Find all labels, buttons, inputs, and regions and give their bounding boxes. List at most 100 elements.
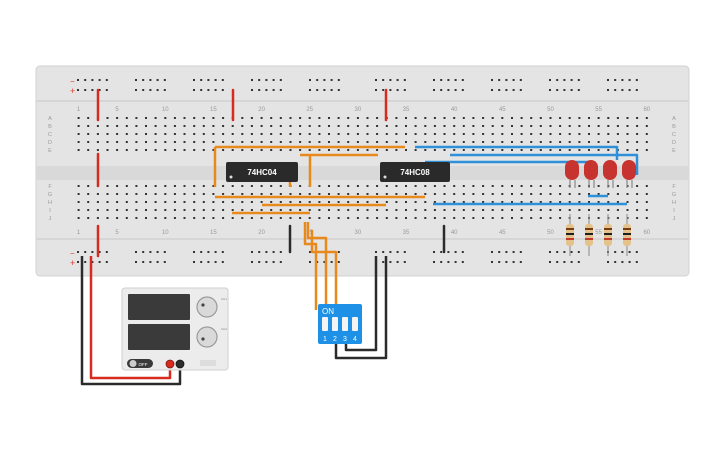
breadboard-hole[interactable] xyxy=(270,133,273,135)
breadboard-hole[interactable] xyxy=(519,79,522,81)
breadboard-hole[interactable] xyxy=(597,209,600,211)
breadboard-hole[interactable] xyxy=(645,117,648,119)
breadboard-hole[interactable] xyxy=(231,185,234,187)
breadboard-hole[interactable] xyxy=(193,209,196,211)
breadboard-hole[interactable] xyxy=(328,133,330,135)
breadboard-hole[interactable] xyxy=(241,201,244,203)
and-gate-chip[interactable]: 74HC08 xyxy=(380,162,450,182)
power-wires[interactable] xyxy=(80,256,182,386)
breadboard-hole[interactable] xyxy=(125,193,128,195)
breadboard-hole[interactable] xyxy=(193,89,195,91)
breadboard-hole[interactable] xyxy=(328,117,330,119)
led-1[interactable] xyxy=(565,160,579,188)
orange-wire-9[interactable] xyxy=(303,222,318,310)
breadboard-hole[interactable] xyxy=(337,79,340,81)
breadboard-hole[interactable] xyxy=(279,117,282,119)
breadboard-hole[interactable] xyxy=(154,117,157,119)
breadboard-hole[interactable] xyxy=(212,149,215,151)
breadboard-hole[interactable] xyxy=(356,125,359,127)
breadboard-hole[interactable] xyxy=(440,79,443,81)
dip-ground-wires[interactable] xyxy=(334,256,388,360)
breadboard-hole[interactable] xyxy=(530,185,533,187)
breadboard-hole[interactable] xyxy=(607,117,610,119)
breadboard-hole[interactable] xyxy=(414,117,417,119)
breadboard-hole[interactable] xyxy=(222,141,225,143)
breadboard-hole[interactable] xyxy=(443,125,446,127)
breadboard-hole[interactable] xyxy=(505,89,508,91)
breadboard-hole[interactable] xyxy=(614,89,617,91)
breadboard-hole[interactable] xyxy=(222,149,225,151)
breadboard-hole[interactable] xyxy=(135,133,138,135)
breadboard-hole[interactable] xyxy=(447,251,450,253)
breadboard-hole[interactable] xyxy=(145,217,147,219)
breadboard-hole[interactable] xyxy=(77,251,79,253)
breadboard-hole[interactable] xyxy=(395,193,398,195)
breadboard-hole[interactable] xyxy=(337,125,340,127)
breadboard-hole[interactable] xyxy=(405,117,407,119)
breadboard-hole[interactable] xyxy=(570,251,573,253)
breadboard-hole[interactable] xyxy=(125,201,128,203)
breadboard-hole[interactable] xyxy=(385,193,388,195)
breadboard-hole[interactable] xyxy=(382,89,385,91)
breadboard-hole[interactable] xyxy=(347,201,350,203)
breadboard-hole[interactable] xyxy=(77,149,80,151)
breadboard-hole[interactable] xyxy=(251,251,253,253)
breadboard-hole[interactable] xyxy=(607,141,610,143)
breadboard-hole[interactable] xyxy=(279,125,282,127)
dip-wire-2[interactable] xyxy=(334,256,388,360)
breadboard-hole[interactable] xyxy=(193,117,196,119)
breadboard-hole[interactable] xyxy=(549,89,551,91)
breadboard-hole[interactable] xyxy=(164,193,167,195)
breadboard-hole[interactable] xyxy=(578,125,581,127)
breadboard-hole[interactable] xyxy=(323,89,326,91)
breadboard-hole[interactable] xyxy=(222,193,225,195)
blue-wires[interactable] xyxy=(415,145,639,206)
breadboard-hole[interactable] xyxy=(222,209,225,211)
breadboard-hole[interactable] xyxy=(96,125,99,127)
breadboard-hole[interactable] xyxy=(270,209,273,211)
breadboard-hole[interactable] xyxy=(207,251,210,253)
breadboard-hole[interactable] xyxy=(77,209,80,211)
breadboard-hole[interactable] xyxy=(96,149,99,151)
breadboard-hole[interactable] xyxy=(375,251,377,253)
breadboard-hole[interactable] xyxy=(578,133,581,135)
breadboard-hole[interactable] xyxy=(289,117,292,119)
breadboard-hole[interactable] xyxy=(212,125,215,127)
breadboard-hole[interactable] xyxy=(149,89,152,91)
breadboard-hole[interactable] xyxy=(202,201,205,203)
breadboard-hole[interactable] xyxy=(621,251,624,253)
breadboard-hole[interactable] xyxy=(77,125,80,127)
breadboard-hole[interactable] xyxy=(616,185,619,187)
led-group[interactable] xyxy=(565,160,636,188)
breadboard-hole[interactable] xyxy=(145,209,147,211)
breadboard-hole[interactable] xyxy=(597,133,600,135)
breadboard-hole[interactable] xyxy=(616,209,619,211)
breadboard-hole[interactable] xyxy=(173,209,176,211)
breadboard-hole[interactable] xyxy=(482,141,485,143)
breadboard-hole[interactable] xyxy=(77,185,80,187)
breadboard-hole[interactable] xyxy=(616,125,619,127)
breadboard-hole[interactable] xyxy=(125,117,128,119)
breadboard-hole[interactable] xyxy=(395,201,398,203)
breadboard-hole[interactable] xyxy=(505,251,508,253)
breadboard-hole[interactable] xyxy=(77,217,80,219)
breadboard-hole[interactable] xyxy=(207,89,210,91)
breadboard-hole[interactable] xyxy=(382,261,385,263)
breadboard-hole[interactable] xyxy=(454,251,457,253)
breadboard-hole[interactable] xyxy=(142,251,145,253)
breadboard-hole[interactable] xyxy=(607,79,609,81)
breadboard-hole[interactable] xyxy=(454,79,457,81)
breadboard-hole[interactable] xyxy=(443,141,446,143)
breadboard-hole[interactable] xyxy=(530,133,533,135)
breadboard-hole[interactable] xyxy=(241,209,244,211)
breadboard-hole[interactable] xyxy=(597,141,600,143)
breadboard-hole[interactable] xyxy=(395,117,398,119)
breadboard-hole[interactable] xyxy=(568,201,571,203)
breadboard-hole[interactable] xyxy=(337,133,340,135)
breadboard-hole[interactable] xyxy=(299,117,302,119)
breadboard-hole[interactable] xyxy=(164,209,167,211)
breadboard-hole[interactable] xyxy=(164,149,167,151)
breadboard-hole[interactable] xyxy=(520,209,523,211)
breadboard-hole[interactable] xyxy=(96,201,99,203)
breadboard-hole[interactable] xyxy=(616,141,619,143)
